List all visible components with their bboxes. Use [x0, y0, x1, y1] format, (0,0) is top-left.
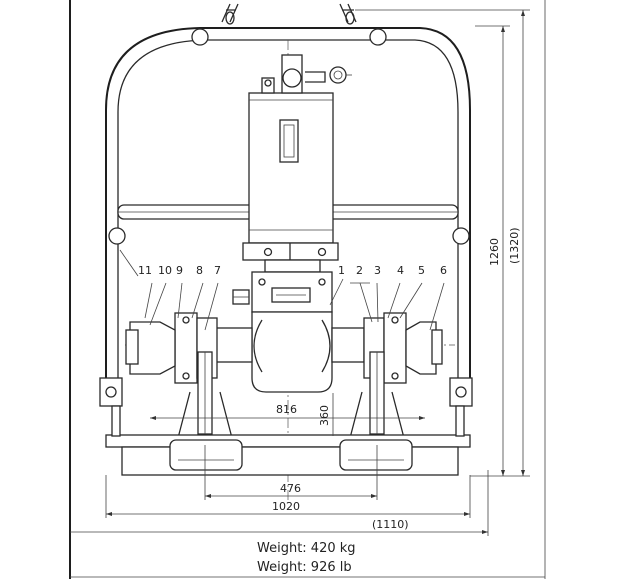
balloon-1: 1: [338, 264, 345, 277]
balloon-7: 7: [214, 264, 221, 277]
balloon-10: 10: [158, 264, 172, 277]
pipe-assembly: [125, 312, 443, 384]
dim-1020: 1020: [272, 500, 300, 513]
dimension-lines: [70, 9, 530, 536]
balloon-6: 6: [440, 264, 447, 277]
base-skid: [99, 377, 473, 476]
actuator: [248, 54, 352, 244]
dim-476: 476: [280, 482, 301, 495]
weight-lb: Weight: 926 lb: [257, 560, 352, 575]
dim-1320: (1320): [508, 227, 521, 264]
dim-1260: 1260: [488, 238, 501, 266]
balloon-3: 3: [374, 264, 381, 277]
support-legs: [177, 351, 405, 439]
dim-816: 816: [276, 403, 297, 416]
valve-body: [232, 271, 333, 393]
mounting-flange: [242, 242, 339, 273]
balloon-9: 9: [176, 264, 183, 277]
balloon-4: 4: [397, 264, 404, 277]
dim-1110: (1110): [372, 518, 409, 531]
balloon-11: 11: [138, 264, 152, 277]
lifting-chains: [221, 3, 357, 25]
balloon-leaders: [119, 249, 445, 331]
balloon-2: 2: [356, 264, 363, 277]
dim-360: 360: [318, 405, 331, 426]
weight-kg: Weight: 420 kg: [257, 541, 356, 556]
frame-rings: [108, 28, 470, 245]
balloon-5: 5: [418, 264, 425, 277]
balloon-8: 8: [196, 264, 203, 277]
